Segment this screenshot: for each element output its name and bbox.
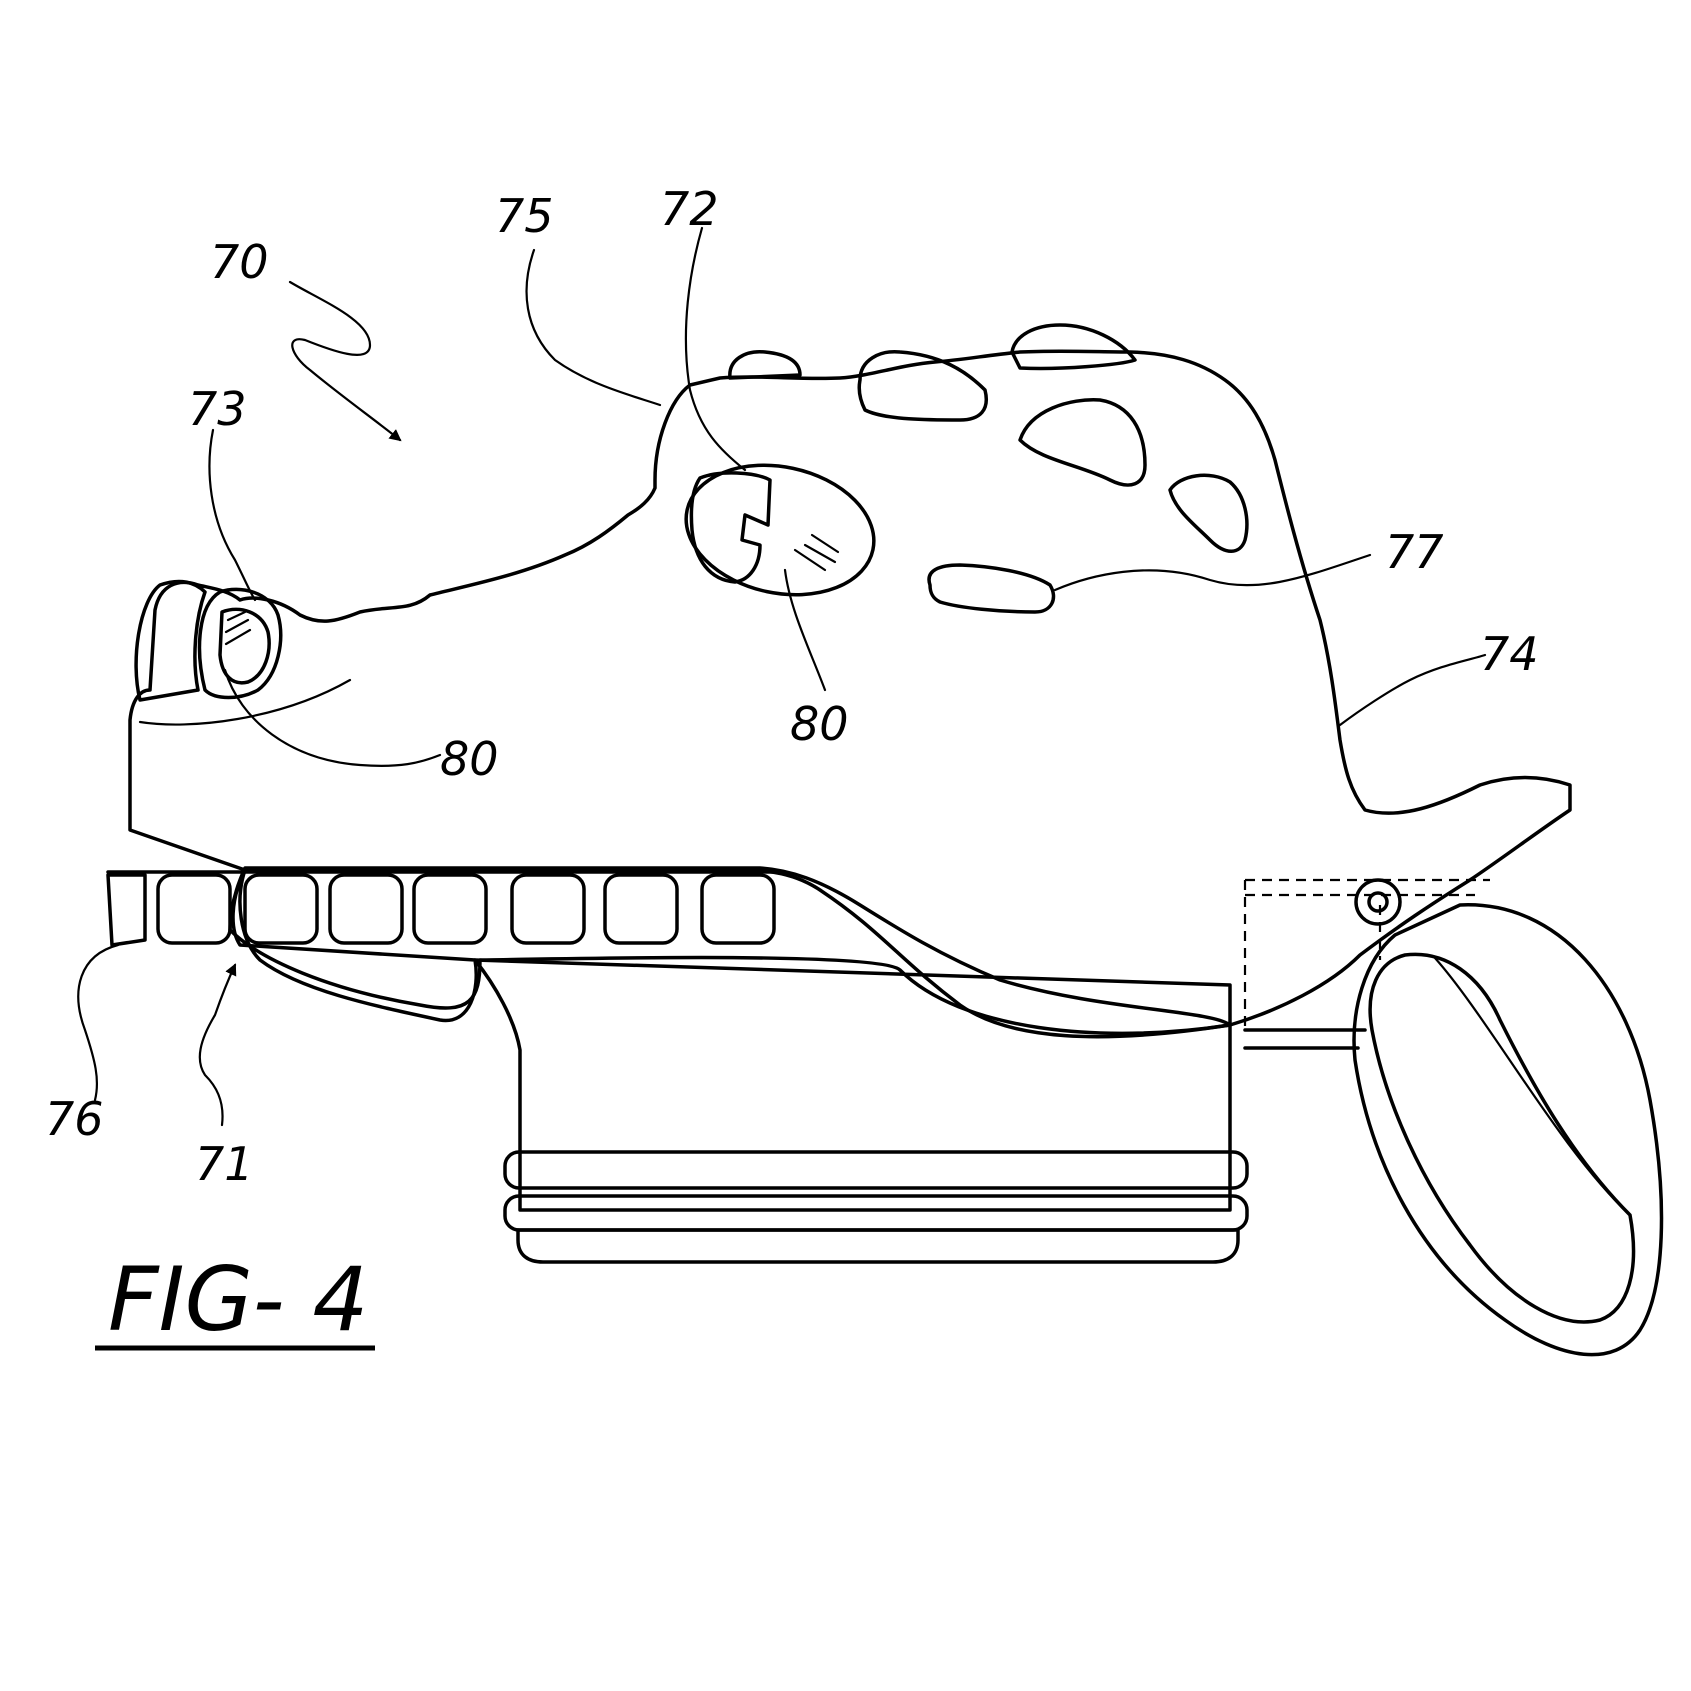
ref-80-right: 80 (790, 697, 849, 751)
eye (684, 463, 876, 597)
ref-72: 72 (660, 182, 719, 236)
nose (134, 579, 352, 726)
leader-lines (77, 226, 1487, 1127)
ref-80-left: 80 (440, 732, 499, 786)
container-base (473, 958, 1249, 1264)
figure-label: FIG- 4 (108, 1248, 368, 1351)
teeth-row (106, 870, 782, 947)
character-head (128, 349, 1572, 1039)
ref-75: 75 (495, 189, 554, 243)
head-bumps (728, 323, 1249, 614)
ref-71: 71 (195, 1137, 254, 1191)
ref-73: 73 (188, 382, 247, 436)
ref-77: 77 (1385, 525, 1444, 579)
ref-70: 70 (210, 235, 269, 289)
hinge-outline (1243, 878, 1490, 1030)
handle (1243, 903, 1664, 1357)
ref-76: 76 (45, 1092, 104, 1146)
ref-74: 74 (1480, 627, 1539, 681)
